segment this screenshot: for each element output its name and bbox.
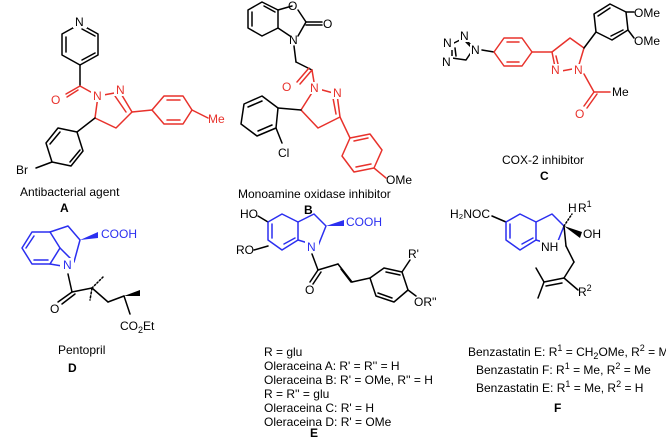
compound-a-structure: N O N N Me Br — [16, 15, 225, 177]
c-carbonyl-o: O — [575, 107, 584, 121]
b-methoxy: OMe — [386, 173, 412, 187]
e-n: N — [307, 240, 316, 254]
compound-f-structure: H₂NOC NH H R1 OH R2 — [450, 199, 601, 299]
compound-c-caption: COX-2 inhibitor — [502, 153, 584, 167]
compound-c-structure: N N N N N N O Me OMe OMe — [441, 3, 660, 121]
f-legend-line: Benzastatin E: R1 = Me, R2 = H — [476, 379, 643, 395]
e-ho: HO — [240, 207, 258, 221]
e-legend-line: Oleraceina D: R' = OMe — [264, 415, 392, 429]
e-legend-line: R = R'' = glu — [264, 387, 329, 401]
c-tz-n3: N — [442, 55, 451, 69]
compound-f-letter: F — [554, 401, 561, 415]
f-legend-line: Benzastatin F: R1 = Me, R2 = Me — [476, 361, 651, 377]
e-legend-line: Oleraceina C: R' = H — [264, 401, 374, 415]
e-r1: R' — [408, 247, 419, 261]
f-oh: OH — [583, 227, 601, 241]
f-h2noc: H₂NOC — [450, 207, 490, 221]
d-indoline-benzene — [21, 231, 61, 265]
b-oxazolone-o: O — [323, 17, 332, 31]
b-carbonyl-o: O — [282, 80, 291, 94]
f-legend-line: Benzastatin E: R1 = CH2OMe, R2 = Me — [468, 343, 666, 361]
a-carbonyl-o: O — [51, 93, 60, 107]
c-ome-bottom: OMe — [634, 34, 660, 48]
c-tz-n4: N — [471, 43, 480, 57]
compound-a-letter: A — [60, 201, 69, 215]
compound-e-legend: R = glu Oleraceina A: R' = R'' = H Olera… — [264, 345, 433, 429]
e-legend-line: Oleraceina A: R' = R'' = H — [264, 359, 400, 373]
compound-c-letter: C — [540, 169, 549, 183]
a-methyl: Me — [208, 112, 225, 126]
e-cooh: COOH — [346, 215, 382, 229]
b-n2: N — [333, 86, 342, 100]
f-r2: R2 — [578, 283, 592, 299]
d-cooh: COOH — [101, 227, 137, 241]
a-bromine: Br — [16, 163, 28, 177]
b-oxazole-n: N — [289, 33, 298, 47]
e-legend-line: Oleraceina B: R' = OMe, R'' = H — [264, 373, 433, 387]
d-n: N — [63, 258, 72, 272]
f-r1: R1 — [578, 199, 592, 215]
a-bromophenyl-ring — [45, 127, 84, 167]
e-or2: OR'' — [414, 295, 437, 309]
c-acetyl-me: Me — [612, 85, 629, 99]
d-o: O — [50, 302, 59, 316]
c-tz-n1: N — [443, 36, 452, 50]
compound-b-letter: B — [304, 203, 313, 217]
compound-d-structure: N COOH O CO2Et — [21, 225, 155, 335]
b-n1: N — [310, 81, 319, 95]
e-legend-line: R = glu — [264, 345, 302, 359]
compound-d-letter: D — [68, 361, 77, 375]
a-n1: N — [93, 89, 102, 103]
c-ome-top: OMe — [634, 6, 660, 20]
compound-b-caption: Monoamine oxidase inhibitor — [238, 187, 391, 201]
compound-e-letter: E — [310, 426, 318, 440]
b-oxazole-o: O — [288, 0, 297, 13]
e-ro: RO — [236, 243, 254, 257]
f-h: H — [568, 201, 577, 215]
compound-b-structure: O O N O N N Cl OMe — [240, 0, 412, 187]
f-nh: NH — [541, 240, 558, 254]
a-n2: N — [116, 83, 125, 97]
compound-f-legend: Benzastatin E: R1 = CH2OMe, R2 = Me Benz… — [468, 343, 666, 395]
a-pyridine-n: N — [75, 15, 84, 29]
c-dimethoxyphenyl-ring — [593, 3, 629, 41]
b-chlorine: Cl — [278, 146, 289, 160]
compound-e-structure: HO RO N COOH O R' OR'' — [236, 207, 437, 309]
pyridine-ring-a — [61, 23, 99, 66]
e-o: O — [305, 283, 314, 297]
c-n2: N — [574, 63, 583, 77]
compound-d-caption: Pentopril — [58, 343, 105, 357]
compound-a-caption: Antibacterial agent — [20, 185, 120, 199]
d-co2et: CO2Et — [120, 319, 155, 335]
c-n1: N — [551, 63, 560, 77]
c-tz-n2: N — [460, 29, 469, 43]
